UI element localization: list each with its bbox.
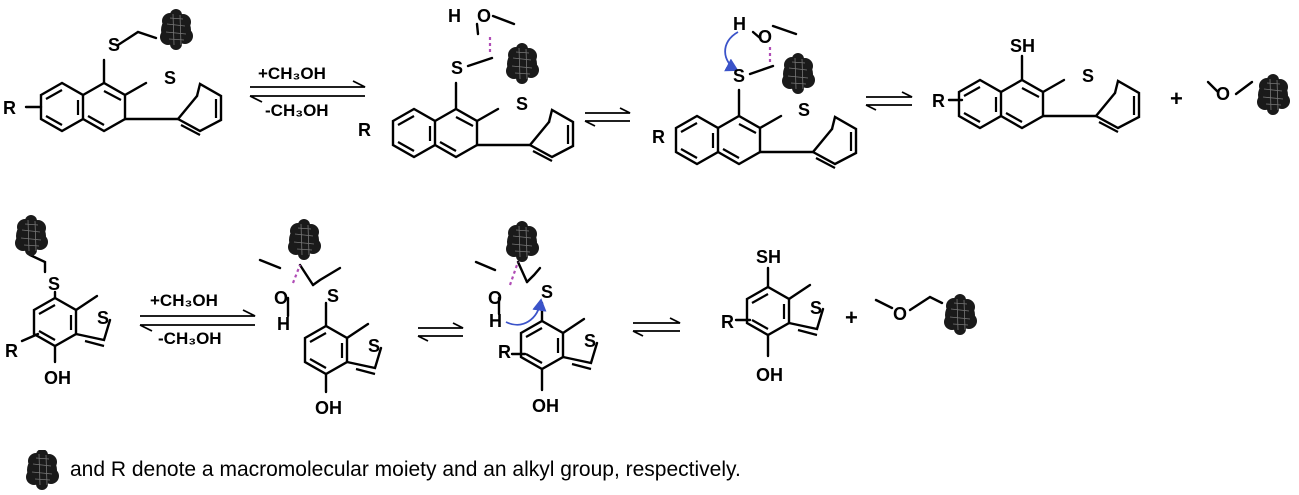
atom-label: R [5,341,18,361]
atom-label: R [498,342,511,362]
equilibrium-arrow-icon [632,317,681,337]
atom-label: S [368,336,380,356]
molecule-b3 [474,260,599,392]
atom-label: H [277,314,290,334]
macromolecule-blob-icon [159,8,194,51]
atom-label: S [798,100,810,120]
macromolecule-blob-icon [505,42,540,85]
atom-label: OH [756,365,783,385]
legend: and R denote a macromolecular moiety and… [20,450,741,490]
molecule-a2 [391,14,575,162]
atom-label: OH [532,396,559,416]
atom-label: SH [756,247,781,267]
atom-label: S [164,68,176,88]
atom-label: S [108,35,120,55]
atom-label: R [652,127,665,147]
macromolecule-blob-icon [14,214,49,257]
arrow-label-backward: -CH₃OH [158,329,222,348]
atom-label: H [448,6,461,26]
atom-label: S [516,94,528,114]
atom-label: R [721,312,734,332]
macromolecule-blob-icon [505,220,540,263]
atom-label: S [584,331,596,351]
macromolecule-blob-icon [781,52,816,95]
atom-label: S [97,308,109,328]
plus-sign: + [845,305,858,330]
atom-label: R [3,98,16,118]
equilibrium-arrow-icon [865,91,913,111]
atom-label: S [810,298,822,318]
atom-label: S [327,286,339,306]
atom-label: O [758,27,772,47]
plus-sign: + [1170,86,1183,111]
equilibrium-arrow-icon [584,107,631,127]
atom-label: H [733,14,746,34]
atom-label: OH [44,368,71,388]
molecule-b4 [734,266,825,358]
legend-text: and R denote a macromolecular moiety and… [70,458,741,481]
atom-label: O [274,288,288,308]
arrow-label-forward: +CH₃OH [150,291,218,310]
molecule-b2 [258,258,383,394]
atom-label: S [1082,66,1094,86]
macromolecule-blob-icon [25,450,60,490]
equilibrium-arrow-icon [417,322,464,342]
molecule-b5 [874,295,944,312]
molecule-a1 [24,30,223,136]
atom-label: S [541,282,553,302]
molecule-a3 [674,24,858,169]
atom-label: O [893,304,907,324]
atom-label: O [1216,84,1230,104]
atom-label: SH [1010,36,1035,56]
macromolecule-blob-icon [943,293,978,336]
atom-label: S [733,66,745,86]
atom-label: O [488,288,502,308]
molecule-b1 [20,253,112,364]
atom-label: R [358,120,371,140]
molecule-a4 [947,54,1141,133]
atom-label: S [451,58,463,78]
atom-label: H [489,311,502,331]
atom-label: S [48,274,60,294]
atom-label: OH [315,398,342,418]
macromolecule-blob-icon [287,218,322,261]
equilibrium-arrow-icon [249,80,366,103]
equilibrium-arrow-icon [139,309,256,332]
macromolecule-blob-icon [1256,73,1291,116]
molecule-a5 [1206,80,1254,96]
arrow-label-backward: -CH₃OH [265,101,329,120]
atom-label: O [477,6,491,26]
atom-label: R [932,91,945,111]
arrow-label-forward: +CH₃OH [258,64,326,83]
